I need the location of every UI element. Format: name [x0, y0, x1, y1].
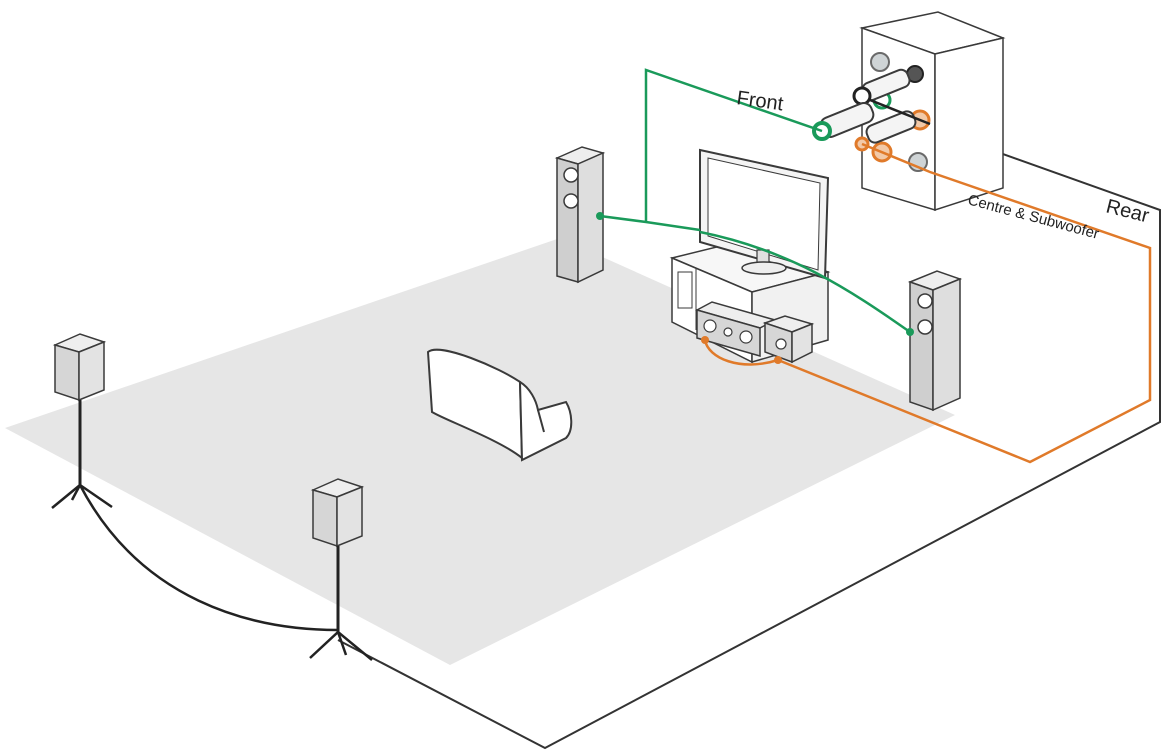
- front-cable-main: [644, 68, 823, 222]
- room-outline: [337, 127, 1161, 750]
- front-left-woofer-top: [563, 167, 579, 183]
- subwoofer: [762, 315, 815, 364]
- receiver-side-panel: [934, 37, 1004, 212]
- center-woofer-right: [739, 330, 753, 344]
- rear-left-speaker-side: [78, 340, 105, 402]
- rear-left-speaker: [51, 333, 113, 509]
- rear-cable: [78, 98, 931, 632]
- front-right-terminal: [906, 328, 914, 336]
- sofa: [426, 348, 573, 462]
- sofa-seat: [518, 380, 573, 462]
- center-woofer-left: [703, 319, 717, 333]
- center-tweeter: [723, 327, 733, 337]
- tv-base: [741, 261, 787, 275]
- center-sub-cable-branch: [703, 339, 779, 366]
- front-left-woofer-bottom: [563, 193, 579, 209]
- rca-plugs: [812, 68, 917, 152]
- rear-right-speaker: [309, 478, 373, 661]
- rear-left-stand-legs: [51, 483, 113, 509]
- front-label: Front: [735, 87, 785, 115]
- sofa-seam: [537, 409, 545, 433]
- rear-cable-wall: [869, 98, 931, 126]
- rear-right-speaker-front: [312, 489, 338, 548]
- center-sub-label: Centre & Subwoofer: [966, 191, 1101, 242]
- jack-grey-1: [870, 52, 890, 72]
- rear-left-speaker-front: [54, 344, 80, 402]
- front-left-speaker: [554, 146, 606, 284]
- av-receiver: [812, 11, 1006, 212]
- rear-cable-floor: [78, 484, 339, 632]
- front-left-speaker-side: [577, 151, 604, 284]
- front-cable: [599, 68, 911, 334]
- front-cable-left: [599, 214, 701, 232]
- plug-black-tip: [852, 86, 872, 106]
- rear-right-stand-legs: [309, 631, 373, 661]
- subwoofer-driver: [775, 338, 787, 350]
- front-cable-right: [699, 230, 911, 334]
- center-terminal: [701, 336, 709, 344]
- center-sub-cable: [703, 142, 1152, 464]
- subwoofer-side: [791, 322, 813, 364]
- center-speaker: [695, 301, 777, 357]
- front-right-woofer-top: [917, 293, 933, 309]
- center-sub-cable-main: [777, 142, 1152, 464]
- room-right-wall-line: [337, 127, 1161, 750]
- sub-terminal: [774, 356, 782, 364]
- rear-label: Rear: [1104, 196, 1152, 228]
- front-left-terminal: [596, 212, 604, 220]
- front-right-speaker: [907, 270, 963, 412]
- front-right-speaker-side: [932, 277, 961, 412]
- rear-right-speaker-side: [336, 485, 363, 548]
- front-right-woofer-bottom: [917, 319, 933, 335]
- tv-stand-drawer: [677, 271, 693, 309]
